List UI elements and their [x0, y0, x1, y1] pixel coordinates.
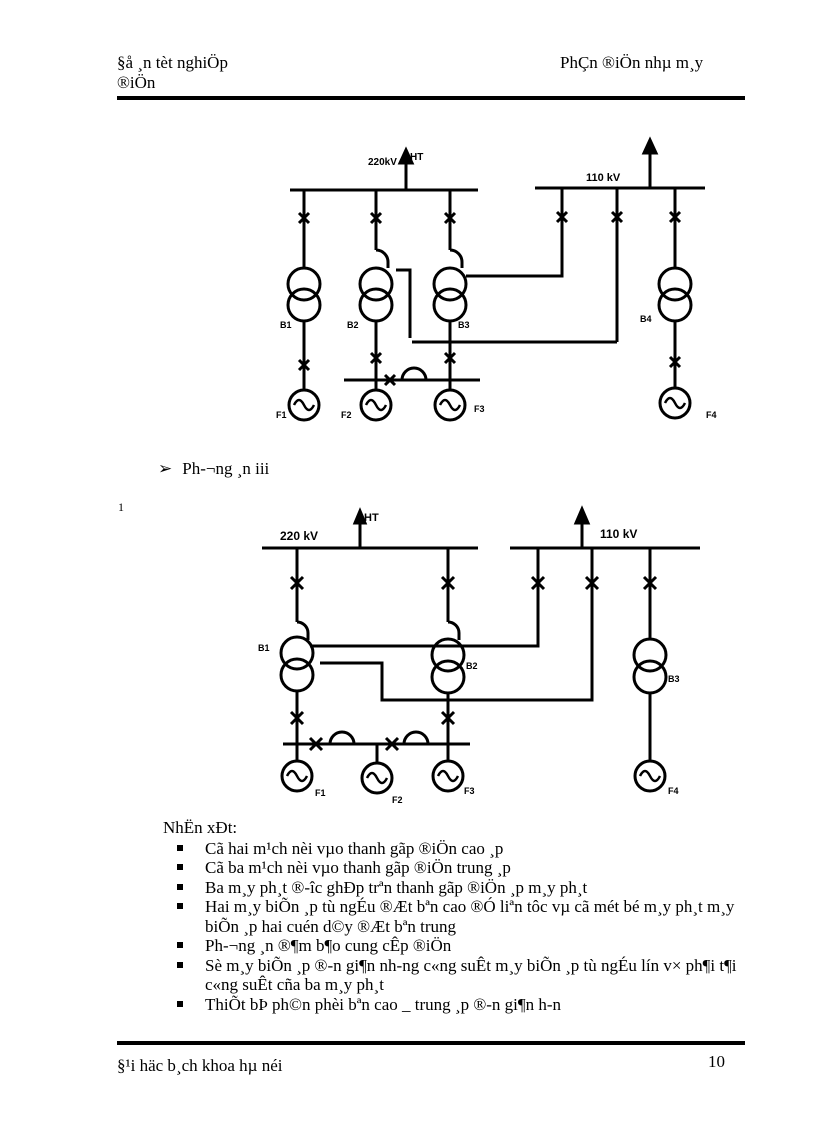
- d1-transformer-b4: B4: [640, 314, 652, 324]
- arrow-bullet-icon: ➢: [158, 459, 173, 478]
- d1-transformer-b2: B2: [347, 320, 359, 330]
- remarks-section: NhËn xÐt: Cã hai m¹ch nèi vµo thanh gãp …: [163, 818, 765, 1014]
- header-title-line2: ®iÖn: [117, 73, 156, 92]
- d2-transformer-b1: B1: [258, 643, 270, 653]
- square-bullet-icon: [177, 961, 183, 968]
- square-bullet-icon: [177, 883, 183, 890]
- list-item: Hai m¸y biÕn ¸p tù ngÉu ®Æt bªn cao ®Ó l…: [163, 897, 765, 936]
- remarks-heading: NhËn xÐt:: [163, 818, 238, 837]
- option-heading: ➢ Ph-¬ng ¸n iii: [158, 459, 269, 479]
- d1-grid-label: HT: [410, 152, 423, 163]
- d2-bus-high-label: 220 kV: [280, 529, 318, 543]
- header-rule: [117, 96, 745, 100]
- list-item: ThiÕt bÞ ph©n phèi bªn cao _ trung ¸p ®-…: [163, 995, 765, 1015]
- list-item: Ph-¬ng ¸n ®¶m b¶o cung cÊp ®iÖn: [163, 936, 765, 956]
- list-item: Cã ba m¹ch nèi vµo thanh gãp ®iÖn trung …: [163, 858, 765, 878]
- d2-bus-mid-label: 110 kV: [600, 527, 637, 541]
- list-item: Sè m¸y biÕn ¸p ®-n gi¶n nh-ng c«ng suÊt …: [163, 956, 765, 995]
- list-item: Cã hai m¹ch nèi vµo thanh gãp ®iÖn cao ¸…: [163, 839, 765, 859]
- single-line-diagram-2: 220 kV HT 110 kV B1 B2 B3 F1 F2 F3 F4: [258, 505, 700, 805]
- d1-bus-mid-label: 110 kV: [586, 172, 621, 184]
- footer-rule: [117, 1041, 745, 1045]
- header-left: §å ¸n tèt nghiÖp ®iÖn: [117, 53, 228, 93]
- d1-generator-f4: F4: [706, 410, 717, 420]
- page-number: 10: [708, 1052, 725, 1071]
- single-line-diagram-1: 220kV HT 110 kV B1 B2 B3 B4 F1 F2 F3 F4: [276, 136, 717, 422]
- d2-generator-f2: F2: [392, 795, 403, 805]
- d1-generator-f1: F1: [276, 410, 287, 420]
- list-item: Ba m¸y ph¸t ®-îc ghÐp trªn thanh gãp ®iÖ…: [163, 878, 765, 898]
- d1-transformer-b3: B3: [458, 320, 470, 330]
- square-bullet-icon: [177, 942, 183, 948]
- square-bullet-icon: [177, 844, 183, 851]
- remarks-list: Cã hai m¹ch nèi vµo thanh gãp ®iÖn cao ¸…: [163, 839, 765, 1015]
- d1-generator-f2: F2: [341, 410, 352, 420]
- d2-generator-f3: F3: [464, 786, 475, 796]
- d2-generator-f1: F1: [315, 788, 326, 798]
- option-label: Ph-¬ng ¸n iii: [182, 459, 270, 478]
- d1-generator-f3: F3: [474, 404, 485, 414]
- d2-grid-label: HT: [364, 512, 379, 524]
- footer-left: §¹i häc b¸ch khoa hµ néi: [117, 1056, 283, 1075]
- d2-generator-f4: F4: [668, 786, 679, 796]
- square-bullet-icon: [177, 903, 183, 909]
- d2-transformer-b2: B2: [466, 661, 478, 671]
- square-bullet-icon: [177, 864, 183, 870]
- header-title-line1: §å ¸n tèt nghiÖp: [117, 53, 228, 72]
- d1-bus-high-label: 220kV: [368, 157, 397, 168]
- d2-transformer-b3: B3: [668, 674, 680, 684]
- header-right: PhÇn ®iÖn nhµ m¸y: [560, 53, 704, 72]
- square-bullet-icon: [177, 1000, 183, 1007]
- d1-transformer-b1: B1: [280, 320, 292, 330]
- side-mark: 1: [118, 500, 124, 514]
